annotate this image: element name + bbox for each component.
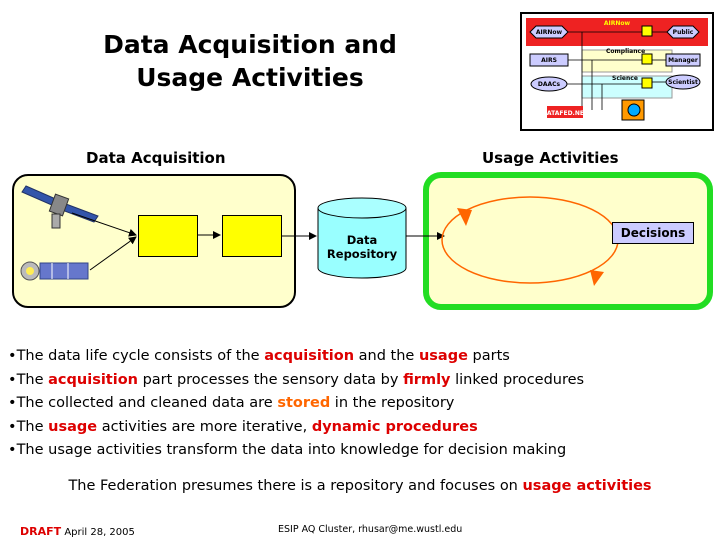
- thumbnail-node-public-label: Public: [673, 29, 694, 36]
- bullet-text: part processes the sensory data by: [137, 371, 404, 388]
- bullet-highlight: firmly: [403, 371, 451, 388]
- arrow-satellite-to-box: [71, 212, 137, 237]
- usage-activities-label: Usage Activities: [482, 149, 619, 167]
- thumbnail-node-public: [666, 25, 700, 39]
- repository-label-line-1: Data: [346, 233, 378, 247]
- title-line-2: Usage Activities: [136, 63, 364, 92]
- footer-contact: ESIP AQ Cluster, rhusar@me.wustl.edu: [278, 524, 463, 535]
- processing-box-1: [138, 215, 198, 257]
- thumbnail-node-airs-label: AIRS: [541, 57, 557, 64]
- bullet-text: linked procedures: [450, 371, 585, 388]
- thumbnail-connectors: [567, 31, 667, 110]
- sensor-instrument-icon: [20, 261, 89, 281]
- thumbnail-gear-icons: [621, 25, 653, 121]
- bullet-text: and the: [354, 348, 419, 364]
- repository-label: Data Repository: [318, 233, 406, 261]
- bullet-text: The: [16, 371, 49, 388]
- footer-date: April 28, 2005: [61, 527, 135, 538]
- data-acquisition-label: Data Acquisition: [86, 149, 226, 167]
- bullet-text: The usage activities transform the data …: [16, 442, 567, 459]
- federation-statement: The Federation presumes there is a repos…: [0, 478, 720, 494]
- bullet-text: activities are more iterative,: [97, 418, 312, 435]
- bullet-item: The usage activities are more iterative,…: [8, 416, 708, 440]
- thumbnail-node-manager-label: Manager: [668, 57, 698, 64]
- thumbnail-svg: AIRNow Compliance Science AIRNow AIRS DA…: [526, 18, 708, 121]
- bullet-item: The data life cycle consists of the acqu…: [8, 345, 708, 369]
- thumbnail-globe-icon: [627, 103, 641, 117]
- bullet-highlight: stored: [277, 395, 331, 412]
- bullet-highlight: acquisition: [264, 348, 355, 364]
- federation-text: The Federation presumes there is a repos…: [68, 478, 523, 494]
- bullet-text: parts: [467, 348, 510, 364]
- thumbnail-node-daacs-label: DAACs: [538, 81, 561, 88]
- thumbnail-diagram: AIRNow Compliance Science AIRNow AIRS DA…: [520, 12, 714, 131]
- thumbnail-gear-icon-3: [641, 77, 653, 89]
- satellite-icon: [21, 185, 99, 229]
- page-title: Data Acquisition and Usage Activities: [40, 28, 460, 94]
- bullet-highlight: dynamic procedures: [311, 418, 478, 435]
- repository-label-line-2: Repository: [326, 247, 398, 261]
- bullet-highlight: acquisition: [48, 371, 138, 388]
- bullet-text: The collected and cleaned data are: [16, 395, 278, 412]
- draft-label: DRAFT: [20, 525, 62, 538]
- thumbnail-compliance-label: Compliance: [606, 48, 645, 55]
- arrow-sensor-to-box: [89, 236, 137, 271]
- thumbnail-gear-icon-1: [641, 25, 653, 37]
- cycle-arrowhead-left: [457, 208, 472, 226]
- thumbnail-node-airnow-label: AIRNow: [536, 29, 563, 36]
- bullet-item: The collected and cleaned data are store…: [8, 392, 708, 416]
- cycle-arrowhead-right: [590, 270, 604, 286]
- bullet-item: The acquisition part processes the senso…: [8, 369, 708, 393]
- bullet-item: The usage activities transform the data …: [8, 439, 708, 463]
- thumbnail-science-label: Science: [612, 75, 638, 82]
- footer-draft: DRAFT April 28, 2005: [20, 525, 135, 538]
- thumbnail-logo-text: DATAFED.NET: [542, 110, 589, 117]
- decisions-box: Decisions: [612, 222, 694, 244]
- thumbnail-logo: [547, 106, 583, 118]
- data-repository-cylinder: [317, 197, 407, 279]
- bullet-text: The data life cycle consists of the: [16, 348, 265, 364]
- thumbnail-gear-icon-2: [641, 53, 653, 65]
- thumbnail-node-scientist-label: Scientist: [668, 79, 698, 86]
- bullet-text: The: [16, 418, 49, 435]
- bullet-highlight: usage: [48, 418, 98, 435]
- bullet-list: The data life cycle consists of the acqu…: [8, 345, 708, 463]
- thumbnail-top-label: AIRNow: [604, 20, 631, 27]
- federation-highlight: usage activities: [522, 478, 652, 494]
- bullet-text: in the repository: [330, 395, 455, 412]
- title-line-1: Data Acquisition and: [103, 30, 397, 59]
- bullet-highlight: usage: [418, 348, 468, 364]
